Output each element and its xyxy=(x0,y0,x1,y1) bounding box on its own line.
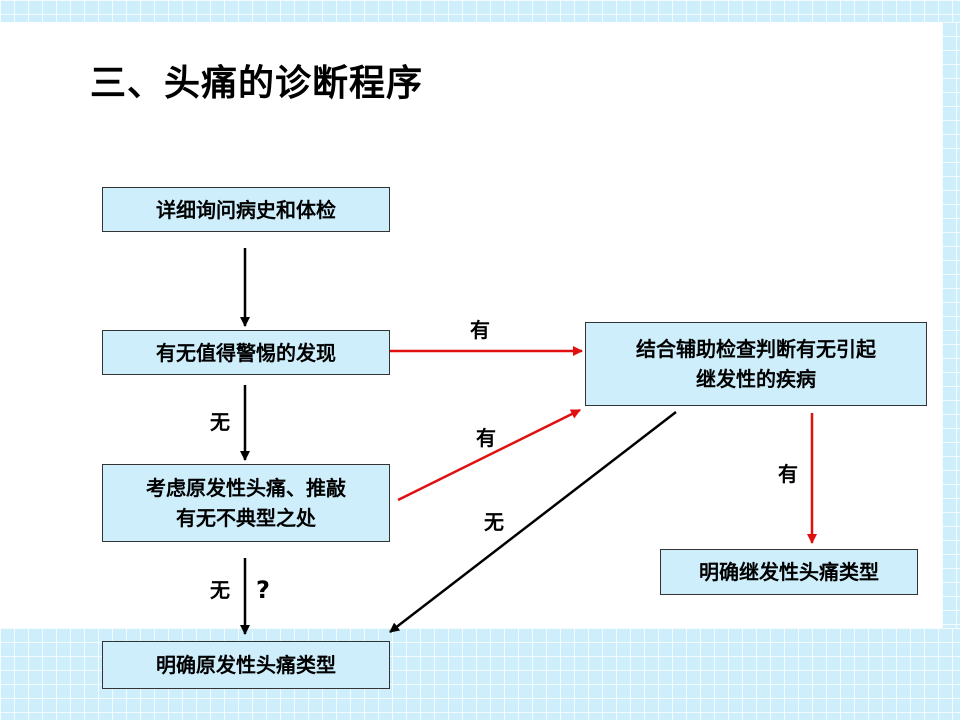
decor-band-top xyxy=(0,0,960,22)
box-secondary-type: 明确继发性头痛类型 xyxy=(660,549,918,595)
label-atypical-no: 无 xyxy=(210,578,230,602)
box-primary-type: 明确原发性头痛类型 xyxy=(102,641,390,689)
label-aux-yes: 有 xyxy=(778,462,798,486)
arrow-aux-to-primary xyxy=(389,411,677,633)
label-question-mark: ? xyxy=(256,576,270,604)
box-history-exam: 详细询问病史和体检 xyxy=(102,187,390,232)
slide-title: 三、头痛的诊断程序 xyxy=(90,63,424,104)
label-warning-yes: 有 xyxy=(470,318,490,342)
box-consider-primary: 考虑原发性头痛、推敲 有无不典型之处 xyxy=(102,464,390,542)
arrow-consider-to-aux xyxy=(397,408,581,502)
label-atypical-yes: 有 xyxy=(476,426,496,450)
label-aux-no: 无 xyxy=(484,510,504,534)
label-warning-no: 无 xyxy=(210,410,230,434)
box-warning-signs: 有无值得警惕的发现 xyxy=(102,330,390,375)
box-aux-exam: 结合辅助检查判断有无引起 继发性的疾病 xyxy=(585,322,927,406)
decor-band-right xyxy=(942,22,960,628)
